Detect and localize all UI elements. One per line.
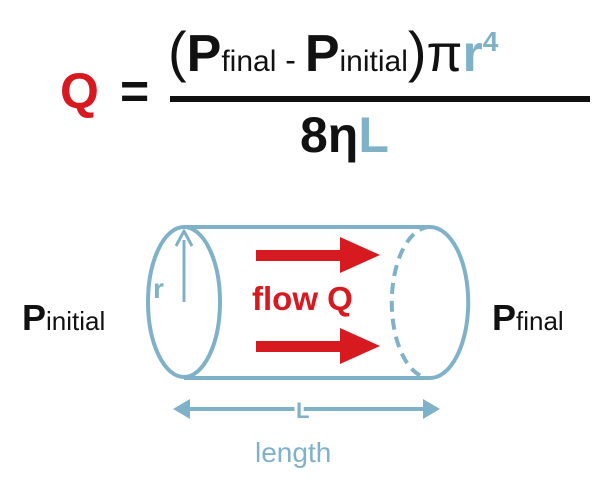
pipe-right-visible-edge (429, 225, 471, 380)
flow-arrow-bottom-head (340, 328, 380, 364)
p-final-base: P (186, 25, 222, 83)
radius-symbol: r (462, 25, 483, 83)
p-final-subscript: final (221, 45, 277, 78)
p-initial-base: P (304, 25, 340, 83)
equation-numerator: (Pfinal - Pinitial)πr4 (168, 24, 499, 83)
flow-arrow-top-head (340, 237, 380, 273)
equation-denominator: 8ηL (300, 110, 389, 160)
length-label: length (255, 437, 331, 468)
radius-exponent: 4 (482, 26, 499, 57)
radius-arrow-head (174, 229, 194, 247)
fraction-bar (170, 96, 590, 102)
length-symbol: L (358, 107, 389, 163)
length-arrow-right-head (423, 399, 440, 419)
radius-label: r (153, 273, 164, 304)
close-paren: ) (407, 20, 427, 83)
equals-sign: = (120, 63, 150, 119)
flow-label: flow Q (252, 280, 353, 317)
pi-symbol: π (426, 25, 463, 83)
p-final-label: Pfinal (492, 297, 564, 338)
minus-sign: - (285, 42, 296, 78)
p-initial-subscript: initial (339, 45, 408, 78)
flow-arrow-top-shaft (256, 250, 342, 261)
p-initial-label: Pinitial (22, 297, 106, 338)
pipe-right-hidden-edge (389, 225, 431, 380)
length-symbol-label: L (296, 398, 309, 423)
pipe-left-opening (146, 225, 222, 379)
open-paren: ( (168, 20, 187, 83)
flow-arrow-bottom-shaft (256, 341, 342, 352)
flow-symbol-q: Q (60, 63, 99, 119)
denominator-constant: 8η (300, 107, 359, 163)
length-arrow-left-head (173, 399, 190, 419)
